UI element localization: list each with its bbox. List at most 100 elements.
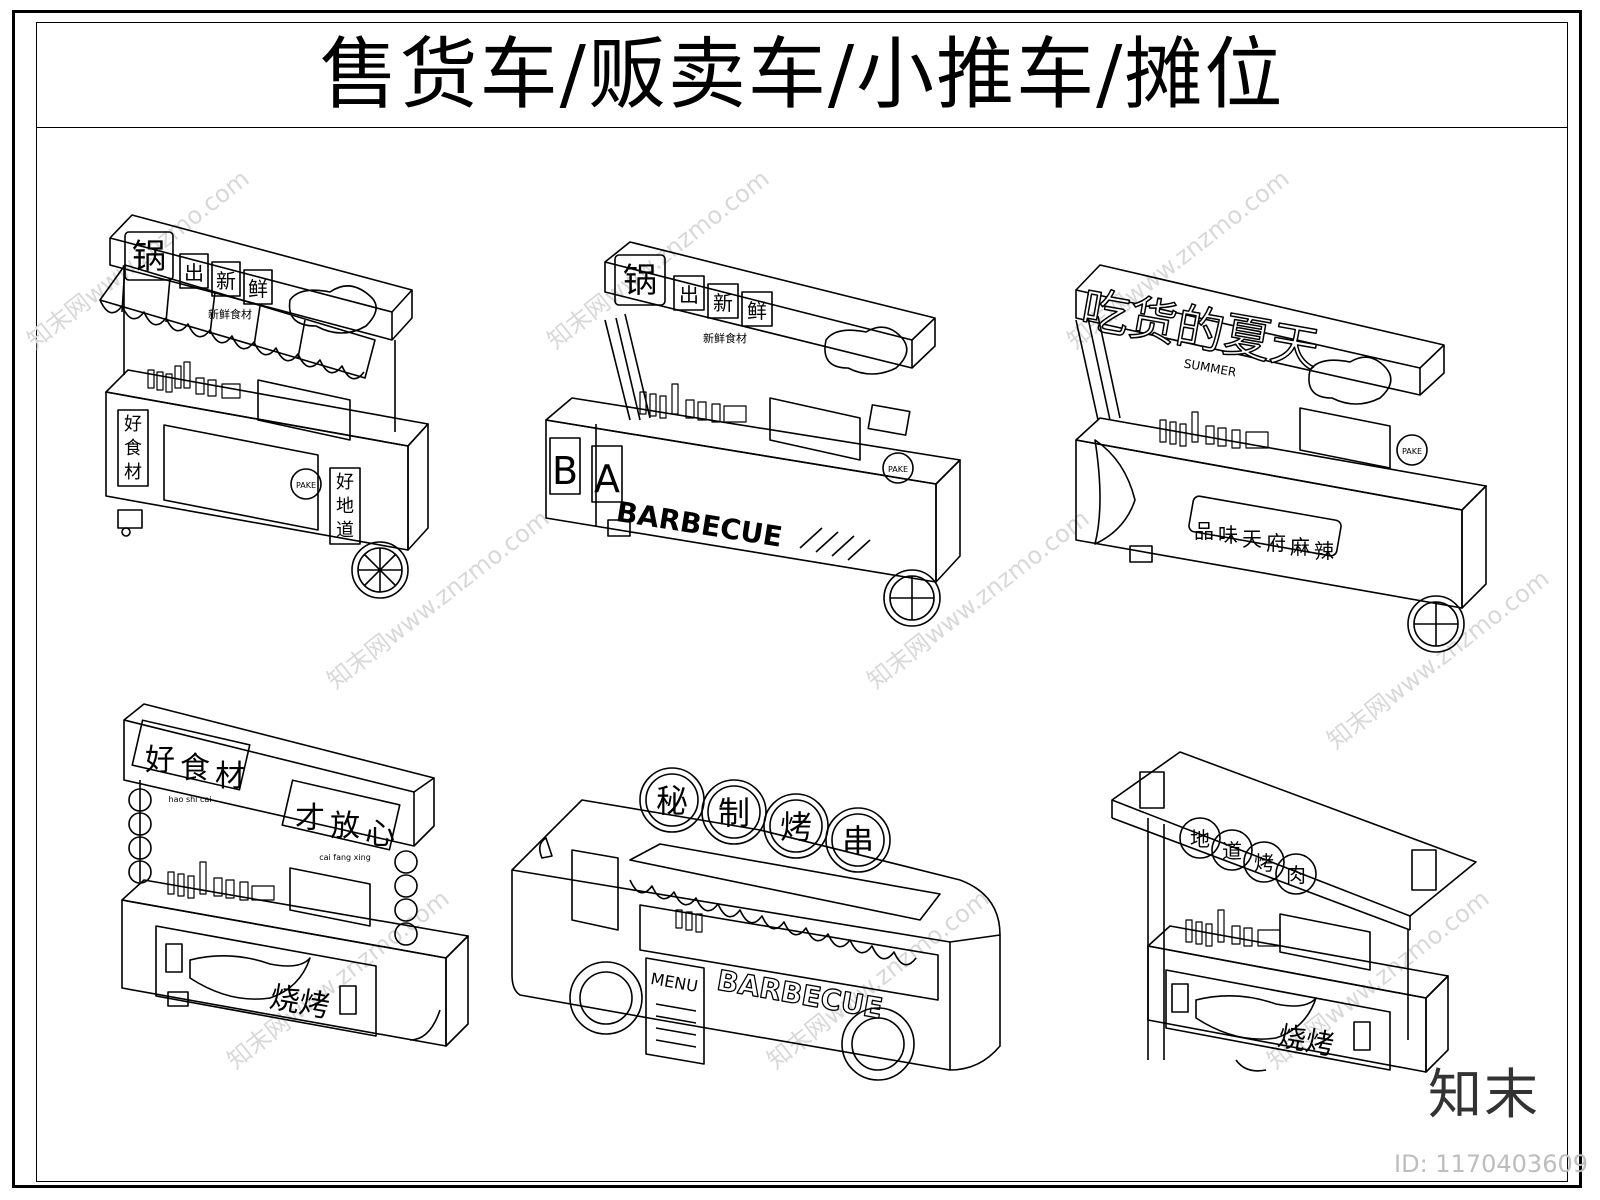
cart-2-brand: BARBECUE	[614, 495, 785, 554]
cart-3-panel-char: 天	[1242, 527, 1262, 551]
cart-4-sign-right-char: 心	[365, 817, 395, 852]
cart-2-badge	[882, 452, 914, 484]
cart-1-sign-char: 出	[184, 261, 204, 285]
cart-3-panel-char: 品	[1194, 519, 1214, 543]
cart-1-body-front	[105, 391, 409, 551]
cart-5-wheel	[841, 1007, 915, 1081]
cart-5-menu-board	[645, 957, 705, 1065]
cart-6-panel-text: 烧烤	[1275, 1019, 1336, 1061]
cart-6-sign-circle	[1243, 841, 1285, 883]
cart-1-sign-char: 新	[216, 269, 236, 293]
cart-3-leaf-decor	[1094, 439, 1136, 545]
cart-4-body-side	[445, 935, 469, 1047]
cart-4: 好 食 材 hao shi cai 才 放 心 cai fang xing 烧烤	[121, 703, 469, 1047]
cart-6: 地 道 烤 肉 烧烤	[1111, 751, 1477, 1073]
cart-3-panel-char: 味	[1218, 523, 1238, 547]
cart-3-panel	[1188, 495, 1342, 557]
site-logo: 知末	[1428, 1063, 1540, 1126]
cart-2-sign-char: 锅	[623, 261, 657, 301]
cart-2-letter-box	[549, 437, 581, 495]
cart-2-sign-char-box	[614, 254, 666, 306]
cart-5-roof-char: 秘	[656, 782, 688, 820]
cart-2-letter: B	[552, 449, 578, 493]
cart-6-roof	[1111, 751, 1477, 917]
cart-2-sign-char: 鲜	[747, 299, 767, 323]
cart-2-wheel	[883, 569, 941, 627]
cart-1-sign-sub: 新鲜食材	[208, 307, 252, 321]
cart-2-sign-char: 出	[679, 283, 699, 307]
cart-3-sign-board	[1075, 264, 1445, 396]
cart-3-counter-top	[1075, 417, 1487, 511]
cart-1-side-left-char: 材	[124, 462, 142, 483]
cart-2-letter: A	[594, 457, 620, 501]
cart-4-sign-right	[281, 779, 401, 851]
cart-2-badge-text: PAKE	[888, 465, 908, 474]
cart-1-wheel	[351, 541, 409, 599]
cart-3-cloud-sign	[1308, 356, 1392, 405]
cart-3-panel-char: 辣	[1314, 539, 1334, 563]
cart-2-sign-board	[604, 241, 936, 369]
cart-2-small-sign	[867, 404, 911, 436]
cart-5-wheel	[569, 961, 643, 1035]
cart-1-side-left	[117, 409, 149, 487]
cart-5-roof-char: 烤	[780, 808, 812, 846]
cart-1: 锅 出 新 鲜 新鲜食材 好 食	[99, 214, 429, 599]
cart-4-sign-left	[131, 719, 251, 791]
cart-2-cloud-sign	[824, 326, 908, 375]
cart-4-sign-left-char: 好	[145, 743, 175, 778]
cart-4-panel	[155, 925, 377, 1037]
cart-1-side-right-char: 道	[336, 520, 354, 541]
cart-1-side-left-char: 食	[124, 438, 142, 459]
cart-3: 吃货的夏天 SUMMER 品 味 天 府 麻 辣 PAKE	[1075, 264, 1487, 653]
cart-4-sign-board	[123, 703, 435, 847]
cart-1-body-side	[407, 423, 429, 551]
cart-2-sign-char: 新	[713, 291, 733, 315]
cart-6-sign-char: 地	[1190, 827, 1210, 851]
cart-3-panel-char: 麻	[1290, 535, 1310, 559]
cart-5-roof-circle	[763, 793, 829, 859]
cart-5: 秘 制 烤 串 MENU BARBECUE	[511, 767, 1001, 1081]
cart-5-window	[571, 849, 619, 931]
page-title: 售货车/贩卖车/小推车/摊位	[319, 29, 1285, 120]
cart-6-sign-circle	[1211, 829, 1253, 871]
cart-3-panel-char: 府	[1266, 531, 1286, 555]
image-id-label: ID: 1170403609	[1394, 1150, 1588, 1178]
cart-4-sign-right-sub: cai fang xing	[319, 853, 371, 862]
cart-6-sign-char: 烤	[1254, 851, 1274, 875]
cart-2-body-side	[935, 459, 961, 583]
cart-1-side-right	[329, 467, 361, 545]
cart-1-sign-char: 锅	[132, 237, 166, 277]
cart-6-body-side	[1425, 975, 1449, 1073]
cart-6-sign-circle	[1275, 853, 1317, 895]
cart-1-badge	[290, 468, 322, 500]
cart-3-badge-text: PAKE	[1402, 447, 1422, 456]
cart-2-sign-sub: 新鲜食材	[703, 331, 747, 345]
cart-1-side-left-char: 好	[124, 414, 142, 435]
cart-4-sign-right-char: 才	[295, 801, 325, 836]
cart-6-sign-circle	[1179, 817, 1221, 859]
cart-1-panel	[163, 424, 319, 531]
cart-5-menu-text: MENU	[649, 969, 699, 996]
cart-5-roof-char: 串	[842, 822, 874, 860]
cart-1-side-right-char: 好	[336, 472, 354, 493]
cart-1-cloud-sign	[288, 285, 377, 334]
cart-4-sign-left-char: 材	[215, 759, 245, 794]
cart-2-body-front	[545, 419, 937, 583]
cart-5-truck-body	[511, 799, 1001, 1071]
cart-1-side-right-char: 地	[336, 496, 354, 517]
cart-1-sign-board	[109, 214, 413, 341]
cart-4-sign-left-sub: hao shi cai	[169, 795, 212, 804]
cart-3-wheel	[1407, 595, 1465, 653]
cart-1-awning	[99, 264, 376, 379]
cart-6-counter-top	[1147, 925, 1449, 999]
cart-4-sign-left-char: 食	[180, 751, 210, 786]
cart-5-roof-circle	[701, 779, 767, 845]
cart-1-sign-char: 鲜	[248, 277, 268, 301]
cart-6-sign-char: 肉	[1286, 863, 1306, 887]
cart-4-sign-right-char: 放	[330, 809, 360, 844]
cart-6-sign-char: 道	[1222, 839, 1242, 863]
cart-2-letter-box	[591, 445, 623, 503]
cart-1-badge-text: PAKE	[296, 481, 316, 490]
cart-3-badge	[1396, 434, 1428, 466]
